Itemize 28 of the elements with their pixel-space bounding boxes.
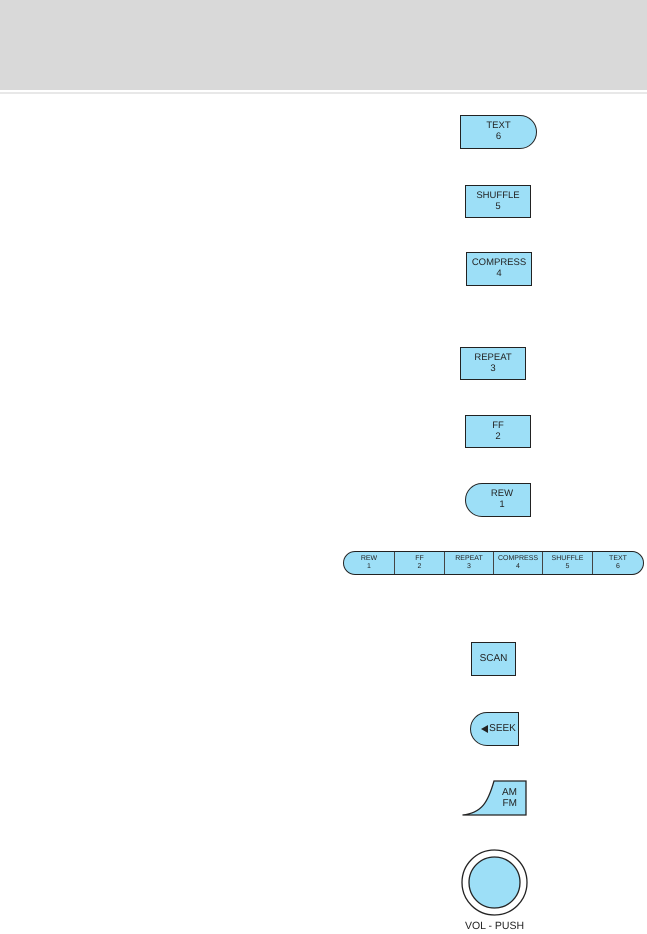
button-number: FM	[502, 798, 517, 810]
button-number: 6	[496, 132, 502, 143]
button-label: COMPRESS	[472, 258, 526, 269]
button-label: FF	[492, 420, 504, 432]
button-label: SHUFFLE	[476, 190, 520, 202]
button-label: SEEK	[489, 723, 516, 735]
button-label: AM	[502, 786, 517, 798]
radio-button	[460, 115, 537, 149]
radio-button	[465, 415, 531, 448]
volume-knob	[461, 849, 528, 916]
radio-button	[470, 712, 519, 746]
button-label: REPEAT	[474, 352, 512, 364]
button-number: 3	[490, 364, 496, 374]
button-label: REW	[490, 489, 514, 500]
knob-caption: VOL - PUSH	[464, 920, 526, 932]
button-number: 1	[499, 500, 505, 511]
radio-button	[460, 347, 526, 380]
button-strip	[343, 551, 644, 575]
radio-button	[462, 780, 527, 816]
radio-button	[465, 483, 531, 517]
button-number: 5	[495, 202, 501, 212]
button-label: SCAN	[480, 653, 508, 665]
radio-button	[466, 252, 532, 286]
radio-button	[471, 642, 516, 676]
button-number: 2	[495, 432, 501, 442]
button-number: 4	[496, 269, 502, 280]
button-label: TEXT	[486, 121, 511, 132]
radio-button	[465, 185, 531, 218]
